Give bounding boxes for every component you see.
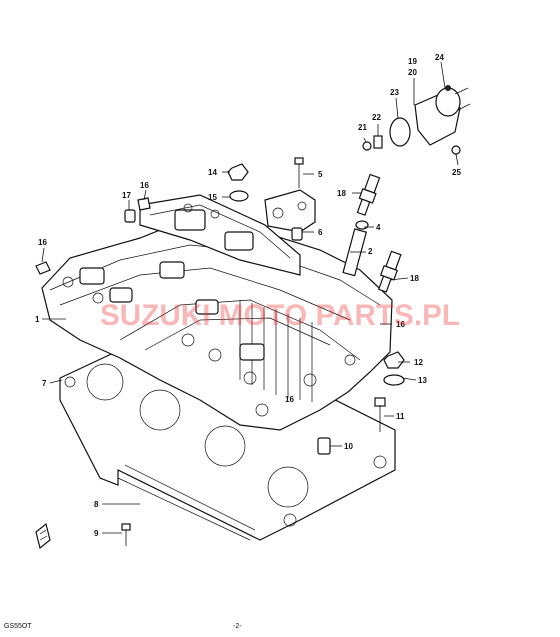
label-12: 12 — [414, 358, 423, 367]
label-9: 9 — [94, 529, 99, 538]
label-22: 22 — [372, 113, 381, 122]
spark-plug-lower — [377, 250, 402, 293]
footer-code: GS55OT — [4, 623, 32, 630]
bolt-9 — [121, 523, 131, 546]
label-17: 17 — [122, 191, 131, 200]
plug-16-left — [35, 261, 51, 275]
spark-plug-upper — [356, 173, 381, 216]
washer-15 — [229, 190, 249, 202]
dowel-6 — [291, 227, 303, 241]
label-23: 23 — [390, 88, 399, 97]
label-5: 5 — [318, 170, 323, 179]
washer-21 — [362, 141, 372, 151]
nut-22 — [373, 135, 383, 149]
label-18-lower: 18 — [410, 274, 419, 283]
label-2: 2 — [368, 247, 373, 256]
label-16-upper: 16 — [140, 181, 149, 190]
bolt-5 — [294, 157, 304, 188]
cam-housing — [139, 194, 301, 276]
label-1: 1 — [35, 315, 40, 324]
front-arrow-icon — [35, 522, 51, 550]
label-19: 19 — [408, 57, 417, 66]
label-15: 15 — [208, 193, 217, 202]
cylinder-head — [41, 221, 393, 431]
label-16-center: 16 — [285, 395, 294, 404]
label-16-right: 16 — [396, 320, 405, 329]
label-11: 11 — [396, 412, 405, 421]
label-21: 21 — [358, 123, 367, 132]
intake-pipe — [389, 85, 471, 147]
cam-cap — [264, 189, 316, 233]
plug-17 — [124, 209, 136, 223]
leader-lines — [41, 61, 459, 534]
label-3: 13 — [418, 376, 427, 385]
label-7: 7 — [42, 379, 47, 388]
bolt-11 — [374, 397, 386, 432]
label-25: 25 — [452, 168, 461, 177]
nut-12 — [383, 351, 405, 369]
label-8: 8 — [94, 500, 99, 509]
o-ring-4 — [355, 220, 369, 230]
label-10: 10 — [344, 442, 353, 451]
screw-25 — [451, 145, 461, 155]
label-14: 14 — [208, 168, 217, 177]
washer-13 — [383, 374, 405, 386]
watermark: SUZUKI MOTO PARTS.PL — [100, 299, 460, 332]
label-4: 4 — [376, 223, 381, 232]
label-16-left: 16 — [38, 238, 47, 247]
label-20: 20 — [408, 68, 417, 77]
footer-page: -2- — [233, 623, 242, 630]
label-24: 24 — [435, 53, 444, 62]
dowel-10 — [317, 437, 331, 455]
nut-14 — [227, 163, 249, 181]
label-18-upper: 18 — [337, 189, 346, 198]
label-6: 6 — [318, 228, 323, 237]
